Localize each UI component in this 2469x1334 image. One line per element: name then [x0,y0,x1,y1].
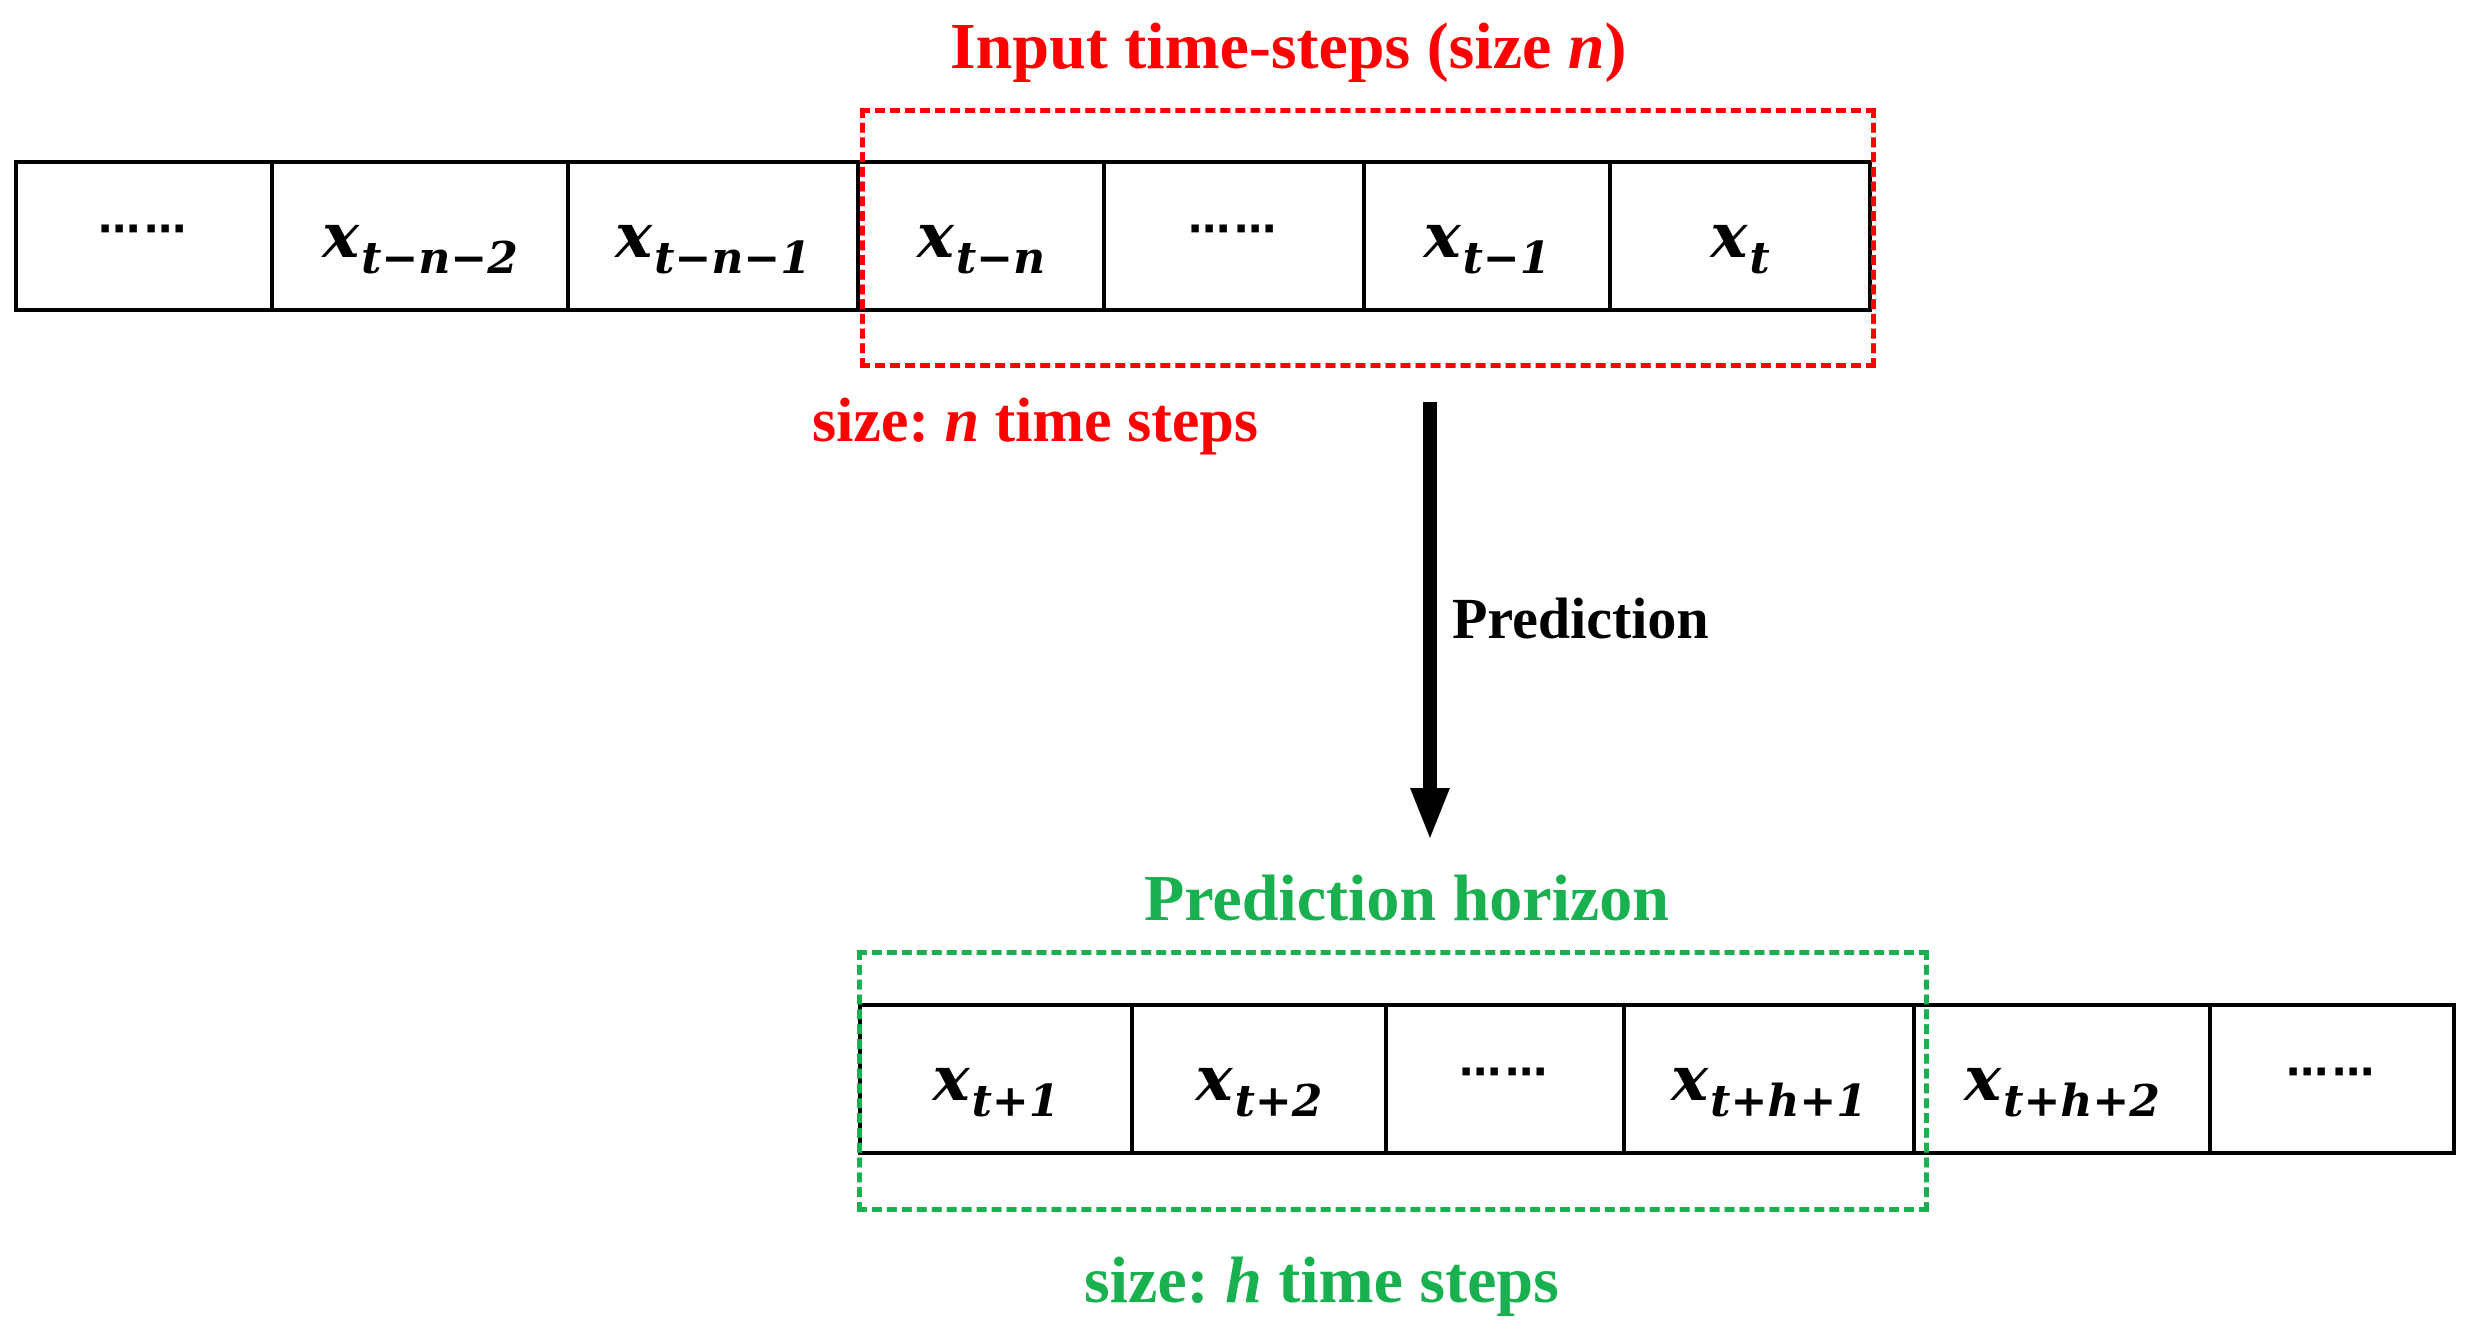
input-window-box [860,108,1876,368]
input-window-title-var: n [1567,10,1605,83]
prediction-arrow [1410,402,1450,838]
horizon-size-label: size: h time steps [1084,1248,1559,1314]
subscript: t+h+1 [1710,1075,1867,1127]
horizon-size-var: h [1225,1244,1262,1317]
variable-x: x [615,199,653,272]
input-size-label: size: n time steps [812,390,1258,452]
variable-x: x [932,1042,970,1115]
subscript: t+2 [1234,1075,1323,1127]
input-size-prefix: size: [812,387,945,455]
variable-x: x [916,199,954,272]
variable-x: x [1423,199,1461,272]
subscript: t [1749,232,1770,284]
input-window-title-prefix: Input time-steps (size [950,10,1568,83]
subscript: t−n−2 [361,232,518,284]
ellipsis: ⋯⋯ [1188,203,1280,253]
ellipsis: ⋯⋯ [1459,1046,1551,1096]
ellipsis: ⋯⋯ [2286,1046,2378,1096]
subscript: t+1 [971,1075,1060,1127]
variable-x: x [1964,1042,2002,1115]
input-window-title-suffix: ) [1604,10,1627,83]
variable-x: x [1710,199,1748,272]
subscript: t+h+2 [2003,1075,2160,1127]
variable-x: x [322,199,360,272]
input-size-var: n [944,387,980,455]
ellipsis: ⋯⋯ [98,203,190,253]
input-window-title: Input time-steps (size n) [950,14,1627,80]
prediction-label: Prediction [1452,586,1709,651]
horizon-box [857,950,1929,1212]
input-size-suffix: time steps [979,387,1258,455]
horizon-size-prefix: size: [1084,1244,1226,1317]
horizon-size-suffix: time steps [1261,1244,1559,1317]
horizon-title: Prediction horizon [1144,862,1669,935]
top-cell-4: ⋯⋯ [1106,164,1366,308]
bottom-cell-5: ⋯⋯ [2212,1007,2452,1151]
bottom-cell-2: ⋯⋯ [1388,1007,1626,1151]
subscript: t−n−1 [654,232,811,284]
variable-x: x [1671,1042,1709,1115]
subscript: t−n [955,232,1046,284]
variable-x: x [1195,1042,1233,1115]
top-cell-0: ⋯⋯ [18,164,274,308]
subscript: t−1 [1462,232,1551,284]
